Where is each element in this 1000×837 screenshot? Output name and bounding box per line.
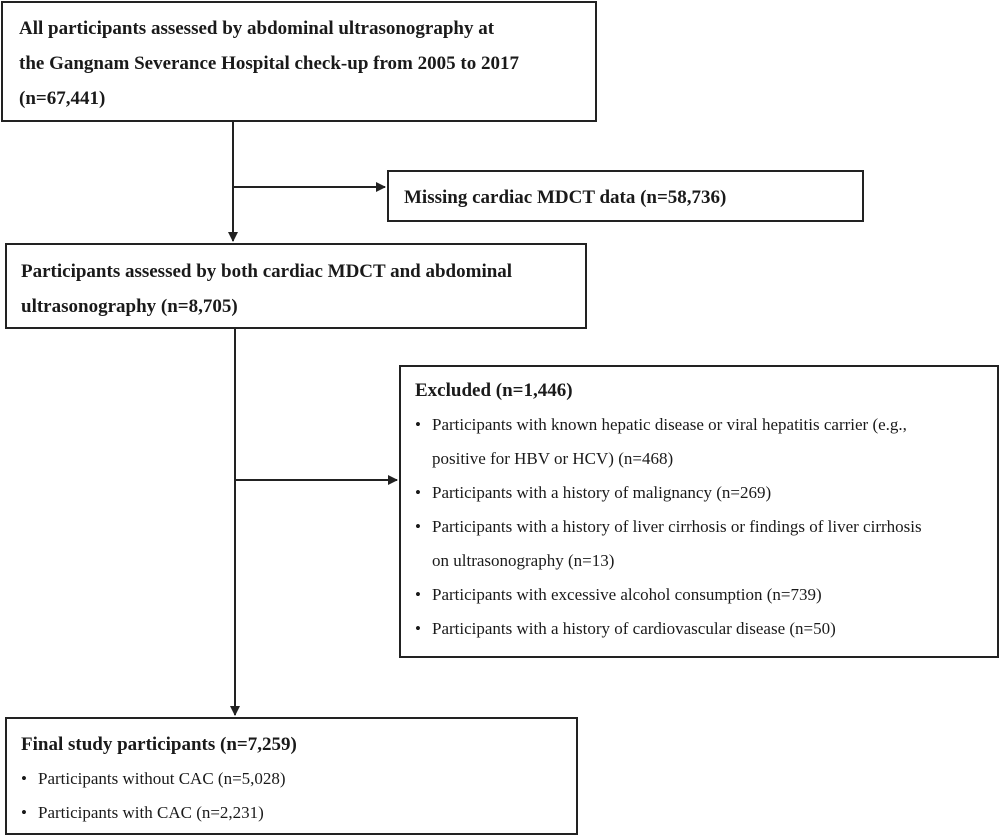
bullet-dot: • [21, 803, 27, 822]
final-title: Final study participants (n=7,259) [21, 734, 297, 755]
both-assessed-box: Participants assessed by both cardiac MD… [5, 243, 587, 329]
excluded-box: Excluded (n=1,446) • Participants with k… [399, 365, 999, 658]
excluded-item: • Participants with a history of maligna… [415, 476, 987, 510]
excluded-item-5-line-1: Participants with a history of cardiovas… [432, 619, 836, 638]
excluded-item: • Participants with excessive alcohol co… [415, 578, 987, 612]
both-assessed-line-1: Participants assessed by both cardiac MD… [21, 261, 513, 282]
final-item-1-line-1: Participants without CAC (n=5,028) [38, 769, 286, 788]
all-participants-line-3: (n=67,441) [19, 88, 106, 109]
bullet-dot: • [415, 517, 421, 536]
excluded-item-4-line-1: Participants with excessive alcohol cons… [432, 585, 822, 604]
bullet-dot: • [415, 619, 421, 638]
excluded-item-2-line-1: Participants with a history of malignanc… [432, 483, 772, 502]
all-participants-line-1: All participants assessed by abdominal u… [19, 18, 495, 39]
missing-mdct-box: Missing cardiac MDCT data (n=58,736) [387, 170, 864, 222]
excluded-title: Excluded (n=1,446) [415, 380, 573, 401]
excluded-item-3-line-1: Participants with a history of liver cir… [432, 517, 922, 536]
excluded-item: • Participants with a history of liver c… [415, 510, 987, 578]
all-participants-box: All participants assessed by abdominal u… [1, 1, 597, 122]
bullet-dot: • [21, 769, 27, 788]
excluded-item-1-line-2: positive for HBV or HCV) (n=468) [432, 449, 674, 468]
bullet-dot: • [415, 415, 421, 434]
bullet-dot: • [415, 483, 421, 502]
excluded-item-1-line-1: Participants with known hepatic disease … [432, 415, 907, 434]
excluded-item: • Participants with known hepatic diseas… [415, 408, 987, 476]
missing-mdct-text: Missing cardiac MDCT data (n=58,736) [404, 187, 727, 208]
excluded-item: • Participants with a history of cardiov… [415, 612, 987, 646]
final-participants-box: Final study participants (n=7,259) • Par… [5, 717, 578, 835]
both-assessed-line-2: ultrasonography (n=8,705) [21, 296, 238, 317]
bullet-dot: • [415, 585, 421, 604]
excluded-item-3-line-2: on ultrasonography (n=13) [432, 551, 615, 570]
final-item-2-line-1: Participants with CAC (n=2,231) [38, 803, 264, 822]
final-item: • Participants without CAC (n=5,028) [21, 762, 566, 796]
all-participants-line-2: the Gangnam Severance Hospital check-up … [19, 53, 519, 74]
final-item: • Participants with CAC (n=2,231) [21, 796, 566, 830]
